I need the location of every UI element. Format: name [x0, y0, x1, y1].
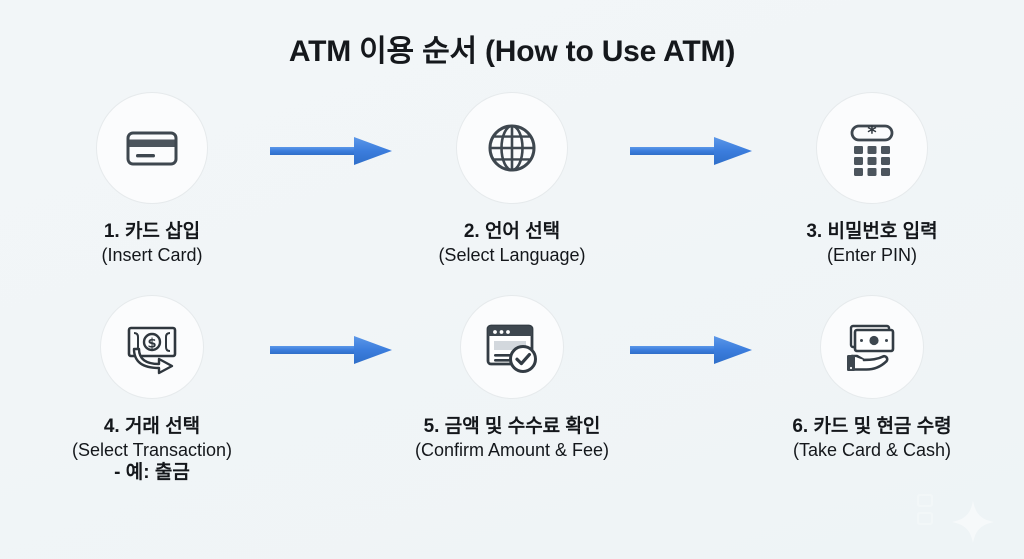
confirm-receipt-icon	[486, 324, 537, 373]
arrow-step2-to-step3	[625, 92, 760, 168]
step-6-take-card-cash: 6. 카드 및 현금 수령 (Take Card & Cash)	[760, 294, 985, 462]
arrow-step1-to-step2	[265, 92, 400, 168]
arrow-right-icon	[630, 137, 752, 165]
arrow-step5-to-step6	[625, 295, 760, 367]
step-1-insert-card: 1. 카드 삽입 (Insert Card)	[40, 92, 265, 267]
step-5-confirm-amount: 5. 금액 및 수수료 확인 (Confirm Amount & Fee)	[400, 294, 625, 462]
globe-icon	[488, 124, 536, 172]
step-3-icon-circle: *	[816, 92, 928, 204]
sparkle-icon	[952, 501, 994, 543]
step-4-label-extra: - 예: 출금	[114, 462, 190, 484]
step-3-enter-pin: *	[760, 92, 985, 267]
watermark-box-icon	[917, 494, 933, 525]
step-4-caption: 4. 거래 선택 (Select Transaction) - 예: 출금	[72, 415, 232, 486]
step-5-caption: 5. 금액 및 수수료 확인 (Confirm Amount & Fee)	[415, 415, 609, 462]
arrow-right-icon	[270, 335, 392, 364]
step-1-caption: 1. 카드 삽입 (Insert Card)	[101, 220, 202, 267]
svg-text:*: *	[867, 123, 877, 144]
arrow-right-icon	[630, 335, 752, 364]
step-4-label-en: (Select Transaction)	[71, 439, 233, 460]
credit-card-icon	[126, 131, 178, 166]
step-2-icon-circle	[456, 92, 568, 204]
svg-text:$: $	[147, 336, 156, 351]
step-5-icon-circle	[460, 294, 564, 399]
step-6-caption: 6. 카드 및 현금 수령 (Take Card & Cash)	[792, 415, 951, 462]
cash-transaction-icon: $	[127, 326, 177, 374]
step-2-label-en: (Select Language)	[438, 244, 586, 265]
step-6-label-ko: 6. 카드 및 현금 수령	[792, 415, 952, 437]
step-2-select-language: 2. 언어 선택 (Select Language)	[400, 92, 625, 267]
step-4-label-ko: 4. 거래 선택	[103, 415, 201, 437]
step-2-label-ko: 2. 언어 선택	[463, 221, 561, 242]
page-title: ATM 이용 순서 (How to Use ATM)	[288, 35, 736, 68]
pin-keypad-icon: *	[850, 123, 894, 176]
step-3-label-ko: 3. 비밀번호 입력	[806, 221, 938, 242]
step-5-label-ko: 5. 금액 및 수수료 확인	[423, 415, 601, 437]
step-1-label-en: (Insert Card)	[101, 244, 203, 265]
step-1-icon-circle	[96, 92, 208, 204]
step-4-select-transaction: $ 4. 거래 선택 (Select Transaction) - 예: 출금	[40, 294, 265, 486]
step-4-icon-circle: $	[100, 294, 204, 399]
step-6-label-en: (Take Card & Cash)	[792, 439, 952, 460]
step-3-caption: 3. 비밀번호 입력 (Enter PIN)	[806, 220, 937, 267]
step-3-label-en: (Enter PIN)	[826, 244, 917, 265]
arrow-right-icon	[270, 137, 392, 165]
steps-container: 1. 카드 삽입 (Insert Card)	[0, 92, 1024, 485]
arrow-step4-to-step5	[265, 295, 400, 367]
steps-row-2: $ 4. 거래 선택 (Select Transaction) - 예: 출금	[0, 294, 1024, 486]
step-6-icon-circle	[820, 294, 924, 399]
step-5-label-en: (Confirm Amount & Fee)	[414, 439, 610, 460]
steps-row-1: 1. 카드 삽입 (Insert Card)	[0, 92, 1024, 267]
step-1-label-ko: 1. 카드 삽입	[103, 221, 201, 242]
hand-cash-icon	[847, 324, 895, 371]
step-2-caption: 2. 언어 선택 (Select Language)	[438, 220, 585, 267]
